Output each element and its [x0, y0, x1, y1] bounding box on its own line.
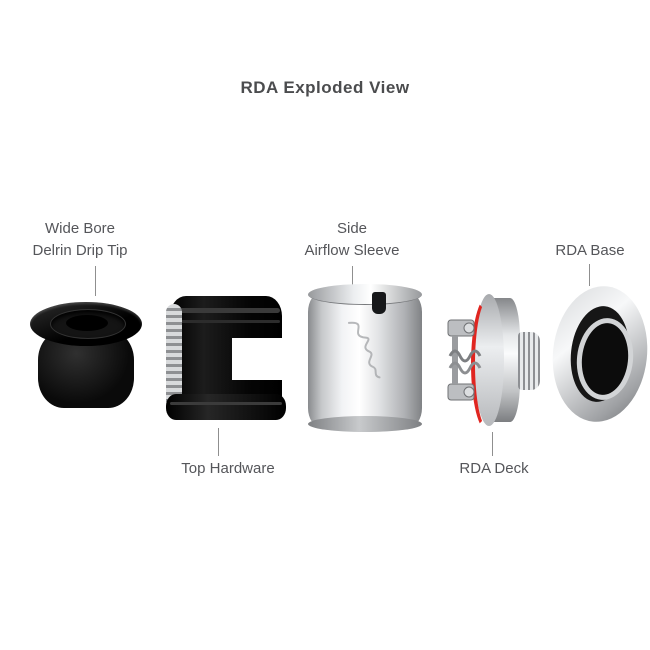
sleeve-body: [308, 292, 422, 428]
rda-deck-part: [438, 290, 542, 432]
label-airflow-sleeve: Side Airflow Sleeve: [272, 218, 432, 262]
base-leader-line: [589, 264, 590, 286]
sleeve-bottom-rim: [308, 416, 422, 432]
airflow-sleeve-part: [308, 284, 422, 432]
top-hardware-band-line: [170, 402, 282, 405]
top-hardware-notch: [232, 338, 288, 380]
top-hardware-part: [166, 290, 288, 428]
top-hardware-leader-line: [218, 428, 219, 456]
sleeve-top-rim: [308, 284, 422, 305]
top-hardware-knurl: [166, 304, 182, 408]
label-drip-tip-line1: Wide Bore: [44, 220, 116, 237]
label-drip-tip: Wide Bore Delrin Drip Tip: [0, 218, 160, 262]
top-hardware-bottom-band: [166, 394, 286, 420]
page-title: RDA Exploded View: [240, 78, 410, 97]
drip-tip-part: [30, 296, 146, 412]
label-top-hardware: Top Hardware: [181, 460, 275, 477]
deck-leader-line: [492, 432, 493, 456]
label-drip-tip-line2: Delrin Drip Tip: [32, 242, 128, 259]
label-airflow-line2: Airflow Sleeve: [304, 242, 400, 259]
drip-tip-leader-line: [95, 266, 96, 296]
deck-510-threads: [518, 332, 540, 390]
rda-base-part: [546, 281, 650, 427]
drip-tip-bore: [66, 315, 108, 331]
label-rda-base: RDA Base: [555, 242, 625, 259]
deck-coil-posts-icon: [447, 319, 482, 401]
label-airflow-line1: Side: [336, 220, 368, 237]
airflow-leader-line: [352, 266, 353, 288]
label-rda-deck: RDA Deck: [459, 460, 529, 477]
top-hardware-groove2: [172, 320, 280, 323]
top-hardware-groove: [172, 308, 280, 313]
airflow-slot-icon: [372, 292, 386, 314]
brand-logo-icon: [347, 321, 381, 379]
